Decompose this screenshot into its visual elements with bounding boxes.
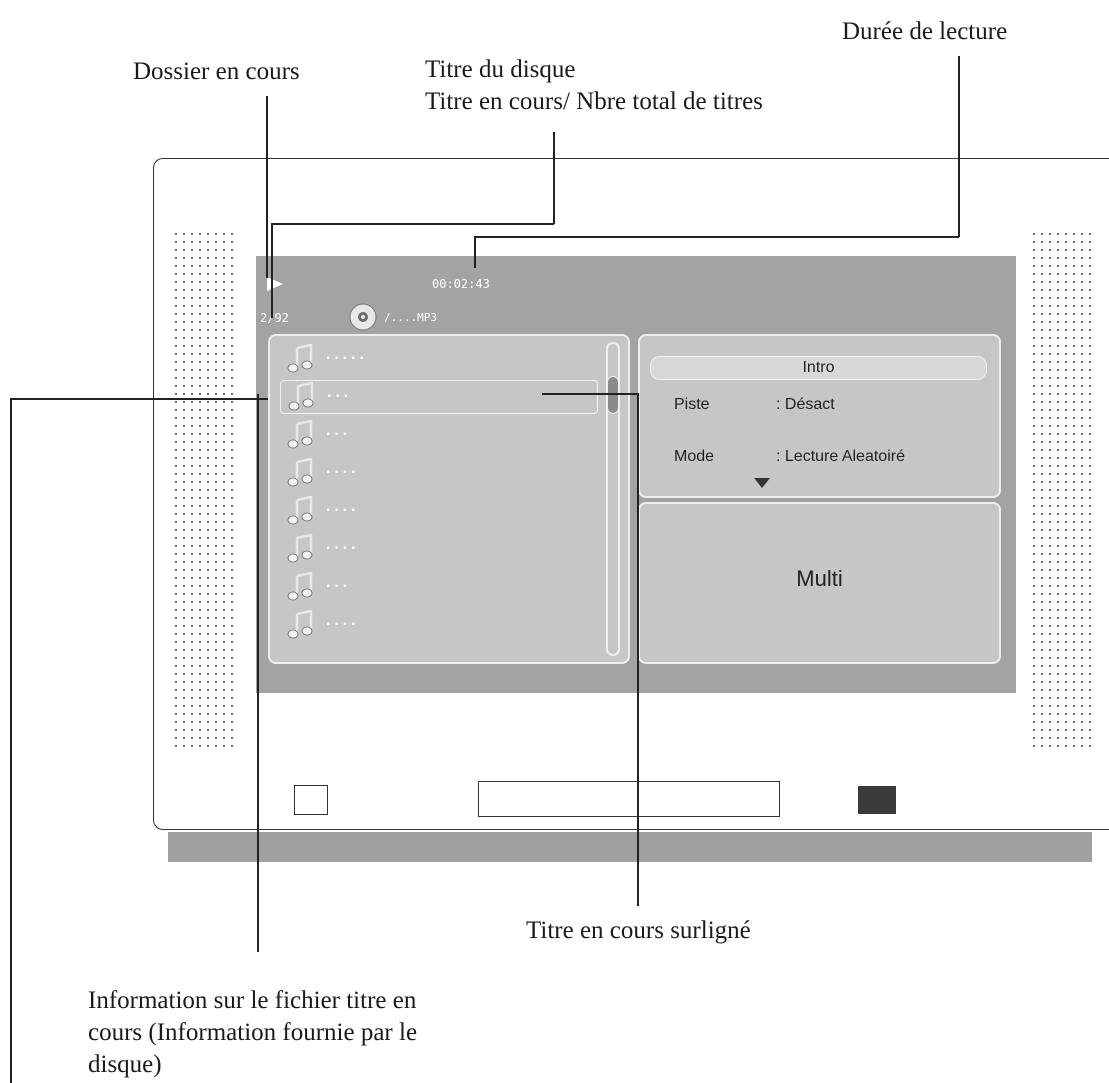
leader-surligne-v (637, 393, 639, 906)
track-label: ····· (326, 350, 368, 367)
track-item[interactable]: ····· (280, 342, 598, 376)
leader-duree-v (958, 56, 960, 237)
folder-name: /....MP3 (384, 311, 437, 324)
track-item-highlighted[interactable]: ··· (280, 380, 598, 414)
leader-surligne-h (542, 393, 638, 395)
callout-surligne: Titre en cours surligné (526, 917, 751, 944)
setting-value-piste[interactable]: : Désact (776, 396, 835, 413)
setting-label-piste: Piste (674, 396, 710, 413)
track-item[interactable]: ··· (280, 570, 598, 604)
track-item[interactable]: ···· (280, 456, 598, 490)
power-button[interactable] (294, 785, 328, 815)
track-list-panel: ······························ (268, 334, 630, 664)
music-note-icon (286, 420, 316, 450)
music-note-icon (287, 382, 317, 412)
track-item[interactable]: ···· (280, 532, 598, 566)
leader-titre-v2 (271, 223, 273, 318)
callout-titre-disque: Titre du disque (425, 56, 576, 83)
disc-icon (349, 303, 377, 331)
callout-duree: Durée de lecture (842, 18, 1008, 45)
left-speaker-grille (172, 230, 236, 750)
track-counter: 2/92 (260, 311, 289, 325)
track-label: ···· (326, 502, 360, 519)
right-speaker-grille (1030, 230, 1094, 750)
track-item[interactable]: ···· (280, 494, 598, 528)
track-item[interactable]: ···· (280, 608, 598, 642)
tv-frame (153, 158, 1109, 830)
callout-dossier: Dossier en cours (133, 58, 300, 85)
music-note-icon (286, 458, 316, 488)
multi-panel: Multi (638, 502, 1001, 664)
setting-value-mode[interactable]: : Lecture Aleatoiré (776, 448, 905, 465)
tv-stand (168, 832, 1092, 862)
track-label: ··· (326, 426, 351, 443)
track-label: ···· (326, 540, 360, 557)
music-note-icon (286, 572, 316, 602)
track-label: ···· (326, 464, 360, 481)
scrollbar-thumb[interactable] (607, 376, 619, 414)
settings-panel: Intro Piste : Désact Mode : Lecture Alea… (638, 334, 1001, 498)
track-label: ··· (326, 578, 351, 595)
play-icon (267, 277, 283, 291)
leader-titre-v1 (553, 132, 555, 224)
ir-sensor (858, 786, 896, 814)
music-note-icon (286, 610, 316, 640)
leader-outer-h (10, 398, 268, 400)
callout-info-fichier: Information sur le fichier titre en cour… (88, 987, 418, 1078)
leader-duree-v2 (474, 236, 476, 268)
multi-label: Multi (796, 566, 843, 591)
music-note-icon (286, 534, 316, 564)
callout-titre-en-cours: Titre en cours/ Nbre total de titres (425, 88, 763, 115)
leader-duree-h (474, 236, 959, 238)
leader-info-v (257, 394, 259, 952)
music-note-icon (286, 344, 316, 374)
track-label: ···· (326, 616, 360, 633)
leader-dossier (266, 96, 268, 278)
scrollbar-track[interactable] (606, 342, 620, 656)
setting-label-mode: Mode (674, 448, 715, 465)
leader-outer-v (10, 398, 12, 1083)
leader-titre-h (271, 223, 554, 225)
track-label: ··· (327, 388, 352, 405)
screen: 00:02:43 2/92 /....MP3 ·················… (256, 256, 1016, 693)
disc-slot (478, 781, 780, 817)
track-item[interactable]: ··· (280, 418, 598, 452)
chevron-down-icon[interactable] (754, 478, 770, 488)
settings-heading: Intro (650, 356, 987, 380)
music-note-icon (286, 496, 316, 526)
playback-time: 00:02:43 (432, 277, 490, 291)
